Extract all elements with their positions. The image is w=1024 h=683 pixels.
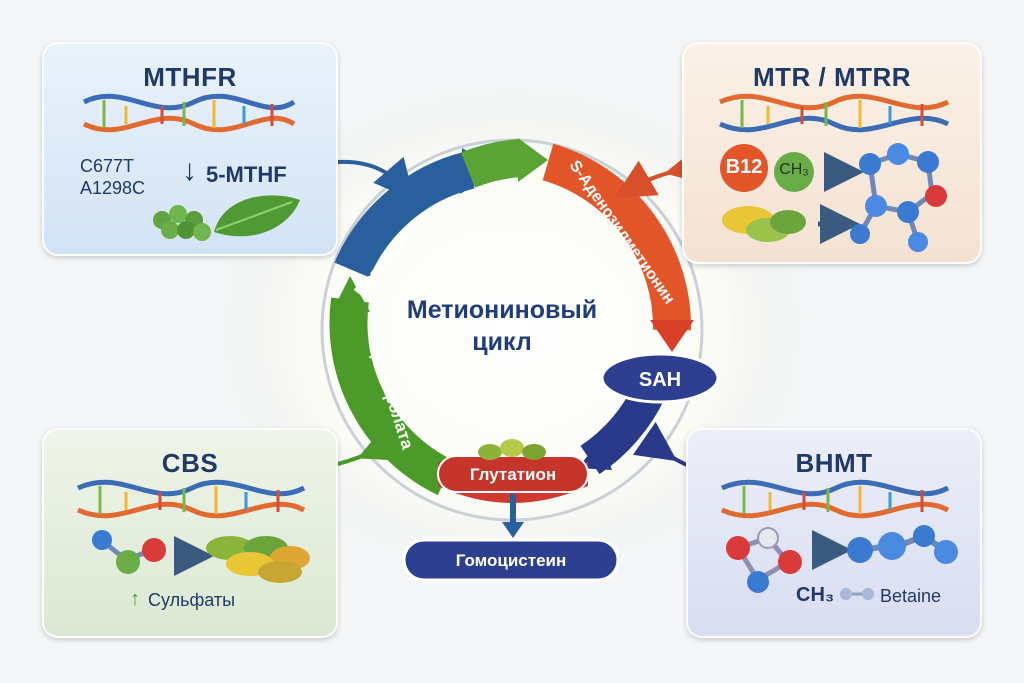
molecule-icon-left: [726, 527, 802, 593]
down-arrowhead: [502, 522, 524, 538]
dna-icon: [82, 93, 296, 133]
vegetables-icon: [153, 195, 300, 241]
mthfr-variant-2: A1298C: [80, 178, 146, 198]
cbs-card: CBS: [42, 428, 338, 638]
mtr-title: MTR / MTRR: [752, 62, 912, 92]
folate-arc: [329, 297, 455, 496]
sah-node: [600, 352, 720, 404]
mthfr-title: MTHFR: [143, 62, 237, 92]
up-arrow-icon: ↑: [130, 588, 140, 610]
b12-label: B12: [725, 156, 763, 178]
homocysteine-node: [402, 538, 620, 582]
sah-arrowhead: [578, 440, 612, 470]
ch3-badge: [774, 152, 814, 192]
ch3-label: CH₃: [779, 161, 809, 178]
down-arrow-icon: ↓: [182, 154, 197, 187]
mtr-connector: [614, 145, 708, 199]
homocysteine-label: Гомоцистеин: [456, 551, 567, 570]
mthfr-graphic: [82, 93, 300, 241]
folate-arrowhead: [332, 276, 370, 312]
glutathione-label: Глутатион: [470, 465, 556, 484]
methionine-arc: [334, 151, 475, 278]
bhmt-card: BHMT: [686, 428, 982, 638]
cbs-graphic: [76, 479, 310, 583]
dna-icon: [720, 479, 950, 519]
mthfr-connector: [337, 156, 415, 201]
bhmt-betaine: Betaine: [880, 586, 942, 606]
mthfr-product: 5-MTHF: [206, 162, 287, 187]
cycle-title: Метиониновый цикл: [406, 296, 598, 356]
top-green-arc: [460, 139, 522, 188]
mthfr-variant-1: C677T: [80, 156, 135, 176]
vegetables-icon: [206, 536, 310, 583]
sam-arrowhead: [650, 320, 694, 352]
cbs-title: CBS: [161, 448, 219, 478]
cbs-sulfates: Сульфаты: [148, 590, 236, 610]
molecule-icon: [92, 530, 166, 574]
small-molecule-icon: [840, 588, 874, 600]
sam-arc: [542, 143, 692, 331]
bhmt-title: BHMT: [795, 448, 873, 478]
mtr-graphic: [718, 93, 950, 252]
mthfr-card: MTHFR: [42, 42, 338, 256]
glutathione-food-icon: [478, 439, 546, 460]
dna-icon: [718, 93, 950, 133]
dna-icon: [76, 479, 306, 519]
sah-label: SAH: [639, 369, 681, 391]
vegetables-icon: [722, 206, 806, 242]
top-green-arrowhead: [518, 138, 548, 182]
b12-badge: [720, 144, 768, 192]
mtr-card: MTR / MTRR: [682, 42, 982, 264]
molecule-icon-right: [847, 525, 958, 564]
molecule-icon: [850, 143, 947, 252]
bhmt-graphic: [720, 479, 958, 600]
bhmt-ch3: CH₃: [796, 584, 835, 606]
